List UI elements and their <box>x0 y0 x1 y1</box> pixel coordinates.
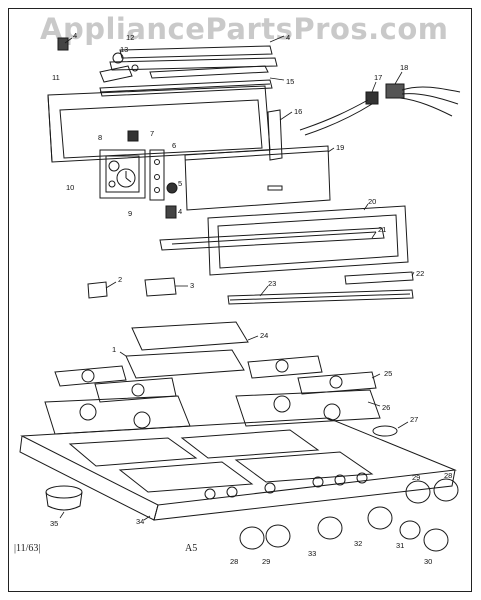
footer-page-code: A5 <box>185 543 198 554</box>
callout: 28 <box>230 557 238 566</box>
callout: 17 <box>374 73 382 82</box>
callout: 25 <box>384 369 392 378</box>
callout: 18 <box>400 63 408 72</box>
valve-part-4 <box>57 37 69 51</box>
callout: 30 <box>424 557 432 566</box>
callout: 10 <box>66 183 74 192</box>
callout: 15 <box>286 77 294 86</box>
switch-plate-6 <box>149 149 165 201</box>
callout: 9 <box>128 209 132 218</box>
back-panel <box>47 85 271 163</box>
callout: 23 <box>268 279 276 288</box>
clock-knob-7 <box>127 130 139 142</box>
callout: 32 <box>354 539 362 548</box>
callout: 16 <box>294 107 302 116</box>
callout-numbers: 4 12 13 4 15 11 16 17 18 8 7 6 19 10 9 5… <box>50 31 452 566</box>
watermark: AppliancePartsPros.com <box>40 12 449 46</box>
burner-pan-26 <box>235 389 381 427</box>
callout: 24 <box>260 331 268 340</box>
callout: 12 <box>126 33 134 42</box>
small-parts-4-5 <box>165 182 178 219</box>
knob-row-lower <box>239 506 449 552</box>
callout: 2 <box>118 275 122 284</box>
control-panel-19 <box>184 145 331 211</box>
grate-right-25 <box>247 355 377 395</box>
wiring-harness <box>299 83 461 136</box>
callout: 1 <box>112 345 116 354</box>
side-bracket-16 <box>267 109 283 161</box>
bracket-3 <box>144 277 177 297</box>
diagram-frame <box>8 8 472 592</box>
clock-assembly <box>99 149 146 199</box>
cooktop-body-34 <box>19 417 457 521</box>
burner-tube-assembly <box>99 45 278 83</box>
top-plate-24 <box>131 321 249 351</box>
callout: 29 <box>412 473 420 482</box>
callout: 5 <box>178 179 182 188</box>
callout: 34 <box>136 517 144 526</box>
callout: 22 <box>416 269 424 278</box>
callout: 3 <box>190 281 194 290</box>
callout: 19 <box>336 143 344 152</box>
callout: 11 <box>52 73 60 82</box>
cap-27 <box>372 425 398 437</box>
trim-strip-23 <box>227 289 414 305</box>
callout: 27 <box>410 415 418 424</box>
callout: 31 <box>396 541 404 550</box>
cup-35 <box>45 485 83 511</box>
burner-pan-left <box>44 395 191 435</box>
callout: 28 <box>444 471 452 480</box>
callout: 6 <box>172 141 176 150</box>
callout: 29 <box>262 557 270 566</box>
drawer-frame-20 <box>159 205 409 276</box>
callout: 13 <box>120 45 128 54</box>
callout: 21 <box>378 225 386 234</box>
callout: 26 <box>382 403 390 412</box>
callout: 4 <box>178 207 182 216</box>
footer-date-code: |11/63| <box>14 543 41 554</box>
callout: 4 <box>286 33 290 42</box>
callout: 8 <box>98 133 102 142</box>
callout: 35 <box>50 519 58 528</box>
callout: 7 <box>150 129 154 138</box>
callout: 33 <box>308 549 316 558</box>
trim-strip-22 <box>344 271 414 285</box>
callout: 20 <box>368 197 376 206</box>
knob-row-upper <box>405 478 459 504</box>
callout: 4 <box>73 31 77 40</box>
leader-lines <box>59 35 415 521</box>
bracket-2 <box>87 281 108 299</box>
rail-15 <box>99 79 273 97</box>
top-plate-1 <box>125 349 245 379</box>
